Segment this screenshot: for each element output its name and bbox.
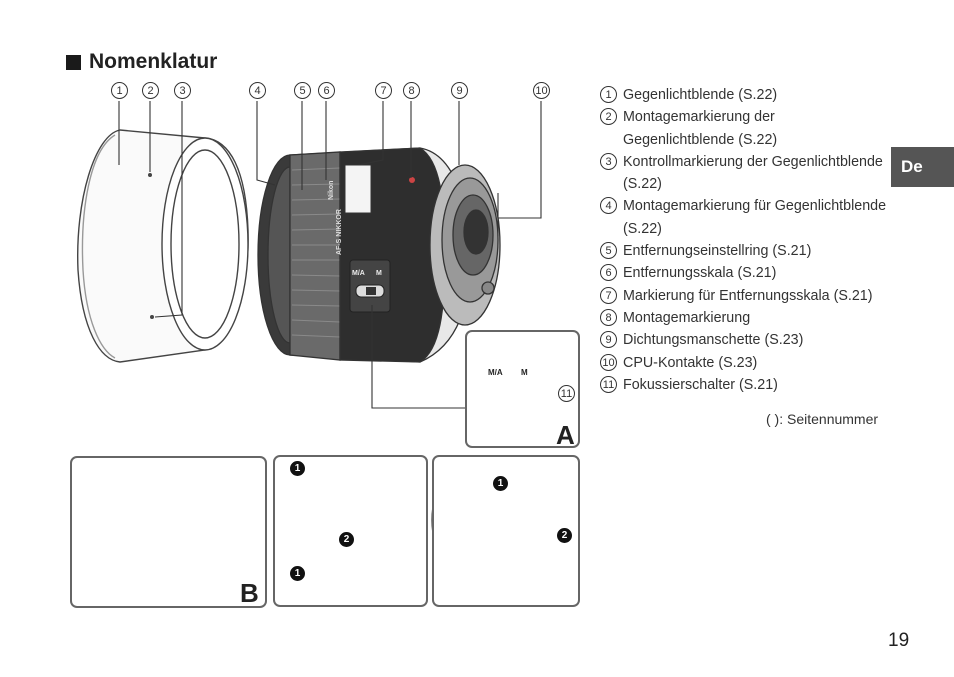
section-heading: Nomenklatur — [66, 50, 217, 74]
page-number: 19 — [888, 630, 910, 651]
legend-item: 4 Montagemarkierung für Gegenlichtblende … — [600, 195, 890, 240]
legend-item: 5 Entfernungseinstellring (S.21) — [600, 240, 890, 262]
callout-9: 9 — [451, 82, 468, 99]
inset-b-label: B — [240, 578, 259, 608]
leader-lines — [118, 101, 542, 409]
legend-number: 10 — [600, 353, 617, 371]
heading-text: Nomenklatur — [89, 50, 218, 73]
legend-text: Kontrollmarkierung der Gegenlichtblende … — [623, 153, 883, 193]
callout-4: 4 — [249, 82, 266, 99]
legend-item: 7 Markierung für Entfernungsskala (S.21) — [600, 285, 890, 307]
callout-7: 7 — [375, 82, 392, 99]
inset-a-m-label: M — [521, 368, 528, 377]
callout-3: 3 — [174, 82, 191, 99]
legend-item: 11 Fokussierschalter (S.21) — [600, 374, 890, 396]
legend-text: Markierung für Entfernungsskala (S.21) — [623, 287, 873, 304]
legend-item: 2 Montagemarkierung der Gegenlichtblende … — [600, 106, 890, 151]
legend-item: 3 Kontrollmarkierung der Gegenlichtblende… — [600, 151, 890, 196]
callout-10: 10 — [533, 82, 550, 99]
lens-model-label: AF-S NIKKOR — [336, 209, 343, 255]
callout-6: 6 — [318, 82, 335, 99]
step-marker: 1 — [290, 461, 305, 476]
language-tab[interactable]: De — [891, 147, 954, 187]
heading-square-icon — [66, 54, 81, 70]
hood-check-mark — [150, 315, 154, 319]
legend-text: Fokussierschalter (S.21) — [623, 376, 778, 393]
step-marker: 1 — [493, 476, 508, 491]
footnote: ( ): Seitennummer — [766, 411, 879, 427]
front-cap-panel — [273, 455, 428, 607]
legend-text: CPU-Kontakte (S.23) — [623, 354, 758, 371]
legend-number: 3 — [600, 152, 617, 170]
legend-text: Montagemarkierung der Gegenlichtblende (… — [623, 109, 778, 148]
legend-text: Montagemarkierung für Gegenlichtblende (… — [623, 198, 887, 237]
step-marker: 2 — [339, 532, 354, 547]
legend-number: 11 — [600, 375, 617, 393]
callout-row: 1 2 3 4 5 6 7 8 9 10 — [0, 82, 600, 104]
legend-item: 1 Gegenlichtblende (S.22) — [600, 84, 890, 106]
lens-brand-label: Nikon — [328, 180, 335, 200]
legend-number: 1 — [600, 86, 617, 103]
inset-b-panel — [70, 456, 267, 608]
legend-item: 8 Montagemarkierung — [600, 307, 890, 329]
legend-number: 5 — [600, 242, 617, 260]
legend-text: Gegenlichtblende (S.22) — [623, 87, 778, 103]
legend-text: Entfernungsskala (S.21) — [623, 265, 777, 282]
legend-number: 8 — [600, 308, 617, 326]
inset-a-ma-label: M/A — [488, 368, 503, 377]
callout-5: 5 — [294, 82, 311, 99]
lens-hood-drawing — [77, 129, 249, 363]
legend-text: Montagemarkierung — [623, 309, 751, 326]
legend-item: 9 Dichtungsmanschette (S.23) — [600, 329, 890, 351]
distance-scale-window — [344, 164, 372, 214]
callout-11: 11 — [558, 385, 575, 402]
legend-number: 6 — [600, 264, 617, 282]
mount-mark — [409, 177, 415, 183]
callout-1: 1 — [111, 82, 128, 99]
step-marker: 1 — [290, 566, 305, 581]
legend-number: 7 — [600, 286, 617, 304]
legend-text: Entfernungseinstellring (S.21) — [623, 243, 812, 260]
legend-text: Dichtungsmanschette (S.23) — [623, 332, 804, 349]
hood-mount-mark — [148, 173, 152, 177]
lens-m-label: M — [376, 270, 382, 277]
legend-number: 9 — [600, 331, 617, 349]
callout-8: 8 — [403, 82, 420, 99]
legend-item: 10 CPU-Kontakte (S.23) — [600, 352, 890, 374]
lens-ma-label: M/A — [352, 270, 365, 277]
callout-2: 2 — [142, 82, 159, 99]
legend-number: 4 — [600, 197, 617, 215]
inset-a-label: A — [556, 420, 575, 450]
legend-item: 6 Entfernungsskala (S.21) — [600, 262, 890, 284]
legend-number: 2 — [600, 108, 617, 126]
lens-body-drawing — [257, 147, 501, 363]
step-marker: 2 — [557, 528, 572, 543]
